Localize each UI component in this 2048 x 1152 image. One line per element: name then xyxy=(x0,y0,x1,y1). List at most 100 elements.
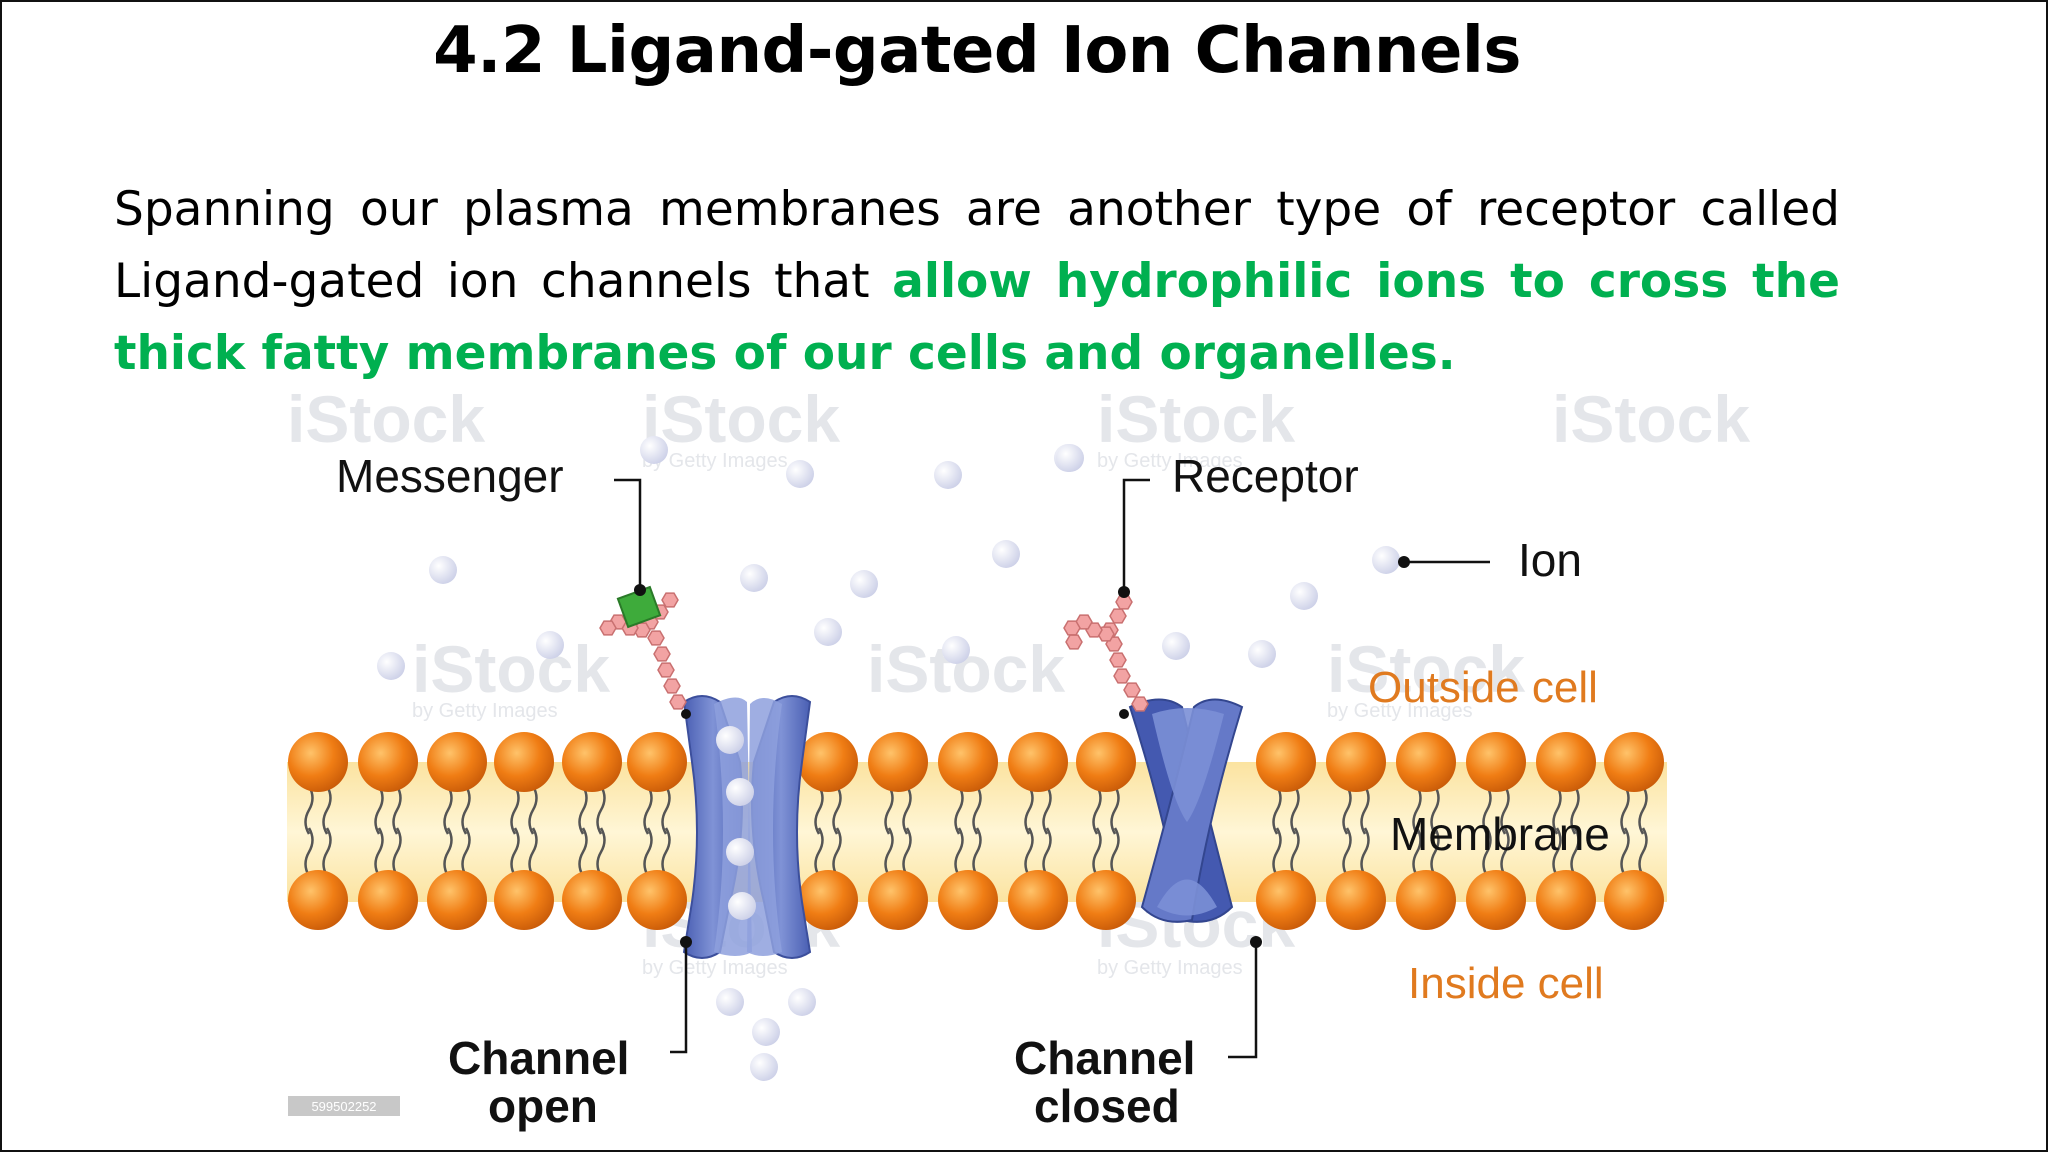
channel-closed-label-line1: Channel xyxy=(1014,1032,1195,1084)
ion-particle xyxy=(750,1053,778,1081)
phospholipid-head xyxy=(358,870,418,930)
watermark-text: iStock xyxy=(642,382,840,456)
lipid-tail xyxy=(1500,785,1510,877)
ion-particle xyxy=(934,461,962,489)
ion-particle xyxy=(1056,444,1084,472)
phospholipid-head xyxy=(494,870,554,930)
channel-open-leader-line xyxy=(670,942,688,1054)
receptor-label: Receptor xyxy=(1172,450,1359,502)
lipid-tail xyxy=(1092,785,1102,877)
lipid-tail xyxy=(884,785,894,877)
open-channel xyxy=(682,695,812,959)
messenger-molecule xyxy=(616,585,662,629)
phospholipid-head xyxy=(798,870,858,930)
lipid-tail xyxy=(374,785,384,877)
phospholipid-head xyxy=(562,732,622,792)
lipid-tail xyxy=(392,785,402,877)
ion-particle xyxy=(1162,632,1190,660)
lipid-tail xyxy=(814,785,824,877)
watermark-text: iStock xyxy=(287,382,485,456)
outside-cell-label: Outside cell xyxy=(1368,663,1598,712)
ion-particle xyxy=(1372,546,1400,574)
image-id-tag xyxy=(288,1096,400,1116)
receptor-sugar-unit xyxy=(657,662,675,678)
lipid-tail xyxy=(461,785,471,877)
ion-particle xyxy=(786,460,814,488)
watermark-text: iStock xyxy=(1552,382,1750,456)
receptor-pointer-dot xyxy=(1118,586,1130,598)
lipid-tail xyxy=(1638,785,1648,877)
lipid-tail xyxy=(1552,785,1562,877)
channel-open-label-line2: open xyxy=(488,1080,598,1132)
receptor-sugar-unit xyxy=(1113,668,1131,684)
open-channel-subunit-back xyxy=(747,698,782,956)
receptor-leader-line xyxy=(1122,478,1150,592)
lipid-tail xyxy=(1430,785,1440,877)
channel-closed-leader-line xyxy=(1228,942,1258,1059)
phospholipid-head xyxy=(627,732,687,792)
phospholipid-head xyxy=(1256,732,1316,792)
ion-label: Ion xyxy=(1518,534,1582,586)
ion-particle xyxy=(752,1018,780,1046)
lipid-tail xyxy=(972,785,982,877)
ion-particle xyxy=(377,652,405,680)
lipid-tail xyxy=(578,785,588,877)
phospholipid-heads xyxy=(288,732,1664,930)
phospholipid-head xyxy=(627,870,687,930)
watermark-sub: by Getty Images xyxy=(642,450,788,472)
ion-particle xyxy=(850,570,878,598)
closed-channel-subunit-back xyxy=(1157,879,1217,916)
phospholipid-head xyxy=(1076,732,1136,792)
phospholipid-head xyxy=(868,732,928,792)
ion-particle xyxy=(814,618,842,646)
receptor-sugar-unit xyxy=(1109,652,1127,668)
phospholipid-head xyxy=(1604,732,1664,792)
phospholipid-head xyxy=(1076,870,1136,930)
phospholipid-head xyxy=(1008,870,1068,930)
ion-particle xyxy=(942,636,970,664)
watermark-sub: by Getty Images xyxy=(642,957,788,979)
lipid-tail xyxy=(661,785,671,877)
phospholipid-head xyxy=(1256,870,1316,930)
open-channel-top-dot xyxy=(681,709,691,719)
lipid-tail xyxy=(1290,785,1300,877)
phospholipid-head xyxy=(562,870,622,930)
lipid-tail xyxy=(954,785,964,877)
lipid-tail xyxy=(596,785,606,877)
phospholipid-head xyxy=(427,732,487,792)
phospholipid-head xyxy=(1604,870,1664,930)
receptor-chains xyxy=(599,592,1149,712)
channel-open-label-line1: Channel xyxy=(448,1032,629,1084)
phospholipid-head xyxy=(1326,870,1386,930)
ion-particle xyxy=(788,988,816,1016)
phospholipid-head xyxy=(1536,870,1596,930)
messenger-label: Messenger xyxy=(336,450,564,502)
ion-pointer-dot xyxy=(1398,556,1410,568)
lipid-tail xyxy=(1110,785,1120,877)
phospholipid-head xyxy=(1396,732,1456,792)
slide-title: 4.2 Ligand-gated Ion Channels xyxy=(433,14,1521,88)
receptor-sugar-unit xyxy=(1109,608,1127,624)
pointer-dots xyxy=(634,556,1410,948)
ion-particle xyxy=(726,778,754,806)
inside-cell-label: Inside cell xyxy=(1408,959,1604,1008)
phospholipid-head xyxy=(494,732,554,792)
body-text-plain: Spanning our plasma membranes are anothe… xyxy=(114,182,1840,309)
watermark-text: iStock xyxy=(412,632,610,706)
phospholipid-head xyxy=(938,732,998,792)
lipid-tail xyxy=(1482,785,1492,877)
phospholipid-head xyxy=(1466,732,1526,792)
phospholipid-head xyxy=(868,870,928,930)
phospholipid-head xyxy=(938,870,998,930)
messenger-pointer-dot xyxy=(634,584,646,596)
phospholipid-head xyxy=(288,732,348,792)
lipid-tail xyxy=(902,785,912,877)
ion-particle xyxy=(726,838,754,866)
body-text-highlight: allow hydrophilic ions to cross the thic… xyxy=(114,254,1840,381)
lipid-tail xyxy=(304,785,314,877)
receptor-sugar-unit xyxy=(1123,682,1141,698)
channel-closed-pointer-dot xyxy=(1250,936,1262,948)
closed-channel-subunit-back xyxy=(1152,708,1224,822)
